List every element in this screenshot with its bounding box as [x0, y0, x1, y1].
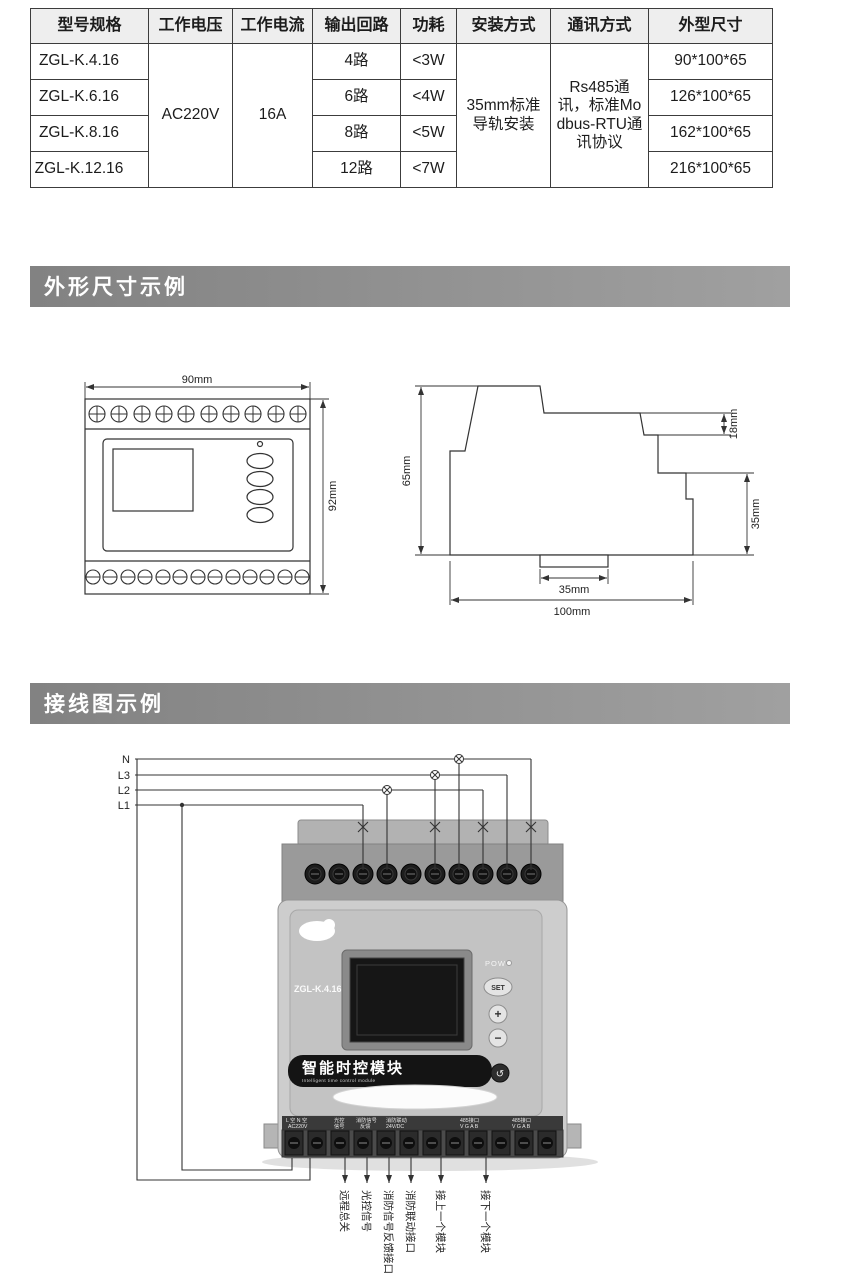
- dim-base-label: 100mm: [554, 606, 591, 618]
- device-button-plus: +: [488, 1004, 508, 1024]
- rail-clamp: [539, 554, 609, 568]
- model-cell: ZGL-K.12.16: [30, 151, 149, 188]
- size-cell: 90*100*65: [648, 43, 773, 80]
- front-panel-outline: [102, 438, 294, 552]
- col-header-size: 外型尺寸: [648, 8, 773, 44]
- pow-label: POW: [485, 959, 506, 968]
- voltage-cell: AC220V: [148, 43, 233, 188]
- power-cell: <5W: [400, 115, 457, 152]
- caption-light-signal: 光控信号: [360, 1190, 373, 1232]
- current-cell: 16A: [232, 43, 313, 188]
- model-cell: ZGL-K.4.16: [30, 43, 149, 80]
- dim-clip-label: 35mm: [750, 499, 762, 530]
- device-photo: ZGL-K.4.16 POW SET + − 智能时控模块 Inte: [262, 819, 598, 1171]
- model-cell: ZGL-K.6.16: [30, 79, 149, 116]
- section-header-dimensions: 外形尺寸示例: [30, 266, 790, 307]
- caption-next-module: 接下一个模块: [479, 1190, 492, 1253]
- svg-text:L 空 N 空: L 空 N 空: [286, 1116, 307, 1124]
- wiring-captions: 远程总关 光控信号 消防信号反馈接口 消防联动接口 接上一个模块 接下一个模块: [338, 1190, 492, 1274]
- phase-label-l2: L2: [118, 785, 130, 797]
- front-led-outline: [256, 440, 264, 448]
- device-model-label: ZGL-K.4.16: [294, 984, 342, 994]
- dim-height-label: 92mm: [327, 481, 339, 512]
- circuits-cell: 6路: [312, 79, 401, 116]
- svg-text:AC220V: AC220V: [288, 1124, 308, 1130]
- device-button-set: SET: [483, 977, 513, 997]
- dim-slot-label: 35mm: [559, 584, 590, 596]
- svg-text:485接口: 485接口: [512, 1116, 531, 1124]
- dim-step-label: 18mm: [728, 409, 740, 440]
- size-cell: 216*100*65: [648, 151, 773, 188]
- spec-table: 型号规格 工作电压 工作电流 输出回路 功耗 安装方式 通讯方式 外型尺寸 ZG…: [30, 8, 773, 188]
- side-profile: [449, 385, 694, 556]
- svg-text:消防信号: 消防信号: [356, 1116, 377, 1124]
- terminal-labels: L 空 N 空 AC220V 光控 信号 消防信号 反馈 消防联动 24V/DC…: [286, 1116, 531, 1130]
- spec-header-row: 型号规格 工作电压 工作电流 输出回路 功耗 安装方式 通讯方式 外型尺寸: [30, 8, 773, 44]
- svg-text:光控: 光控: [334, 1116, 344, 1124]
- circuits-cell: 8路: [312, 115, 401, 152]
- svg-text:+: +: [494, 1007, 501, 1021]
- power-cell: <4W: [400, 79, 457, 116]
- pow-led: [506, 960, 512, 966]
- svg-text:↺: ↺: [496, 1069, 504, 1080]
- table-row: ZGL-K.4.16 AC220V 16A 4路 <3W 35mm标准导轨安装 …: [30, 43, 773, 188]
- model-cell: ZGL-K.8.16: [30, 115, 149, 152]
- svg-text:反馈: 反馈: [360, 1122, 370, 1130]
- device-button-minus: −: [488, 1028, 508, 1048]
- power-cell: <3W: [400, 43, 457, 80]
- front-view-drawing: 90mm 92mm: [84, 374, 339, 595]
- svg-text:24V/DC: 24V/DC: [386, 1124, 404, 1130]
- device-name-band: [288, 1055, 492, 1087]
- circuits-cell: 4路: [312, 43, 401, 80]
- front-display-outline: [112, 448, 194, 512]
- col-header-communication: 通讯方式: [550, 8, 649, 44]
- dim-depth-label: 65mm: [401, 456, 413, 487]
- power-cell: <7W: [400, 151, 457, 188]
- svg-text:485接口: 485接口: [460, 1116, 479, 1124]
- col-header-voltage: 工作电压: [148, 8, 233, 44]
- wiring-lines: N L3 L2 L1: [118, 754, 537, 1183]
- phase-label-l3: L3: [118, 770, 130, 782]
- table-row: ZGL-K.8.16 8路 <5W 162*100*65: [30, 115, 773, 152]
- phase-label-n: N: [122, 754, 130, 766]
- section-header-wiring: 接线图示例: [30, 683, 790, 724]
- svg-text:V G A B: V G A B: [460, 1124, 479, 1130]
- terminal-label-strip: [282, 1116, 563, 1130]
- svg-text:SET: SET: [491, 985, 505, 992]
- svg-text:V G A B: V G A B: [512, 1124, 531, 1130]
- caption-fire-linkage: 消防联动接口: [404, 1190, 417, 1253]
- table-row: ZGL-K.12.16 12路 <7W 216*100*65: [30, 151, 773, 188]
- mounting-cell: 35mm标准导轨安装: [456, 43, 551, 188]
- caption-fire-feedback: 消防信号反馈接口: [382, 1190, 395, 1274]
- col-header-mounting: 安装方式: [456, 8, 551, 44]
- front-buttons-outline: [246, 452, 274, 524]
- device-button-back: ↺: [490, 1063, 510, 1083]
- logo-cloud-icon: [299, 919, 335, 941]
- col-header-current: 工作电流: [232, 8, 313, 44]
- device-name-label: 智能时控模块: [302, 1059, 404, 1077]
- dim-width-label: 90mm: [182, 374, 213, 386]
- wiring-diagram: ZGL-K.4.16 POW SET + − 智能时控模块 Inte: [30, 724, 850, 1284]
- device-name-en-label: Intelligent time control module: [302, 1078, 375, 1083]
- phase-label-l1: L1: [118, 800, 130, 812]
- circuits-cell: 12路: [312, 151, 401, 188]
- table-row: ZGL-K.6.16 6路 <4W 126*100*65: [30, 79, 773, 116]
- svg-text:消防联动: 消防联动: [386, 1116, 407, 1124]
- side-view-drawing: 65mm 18mm 35mm 35mm 100mm: [401, 385, 762, 618]
- size-cell: 162*100*65: [648, 115, 773, 152]
- device-display: [341, 949, 473, 1051]
- col-header-circuits: 输出回路: [312, 8, 401, 44]
- caption-prev-module: 接上一个模块: [434, 1190, 447, 1253]
- dimension-drawings: 90mm 92mm: [0, 307, 850, 623]
- size-cell: 126*100*65: [648, 79, 773, 116]
- svg-text:信号: 信号: [334, 1122, 344, 1130]
- col-header-power: 功耗: [400, 8, 457, 44]
- communication-cell: Rs485通讯，标准Modbus-RTU通讯协议: [550, 43, 649, 188]
- col-header-model: 型号规格: [30, 8, 149, 44]
- device-sticker: [332, 1084, 498, 1110]
- svg-text:−: −: [494, 1031, 501, 1045]
- caption-remote-switch: 远程总关: [338, 1190, 351, 1232]
